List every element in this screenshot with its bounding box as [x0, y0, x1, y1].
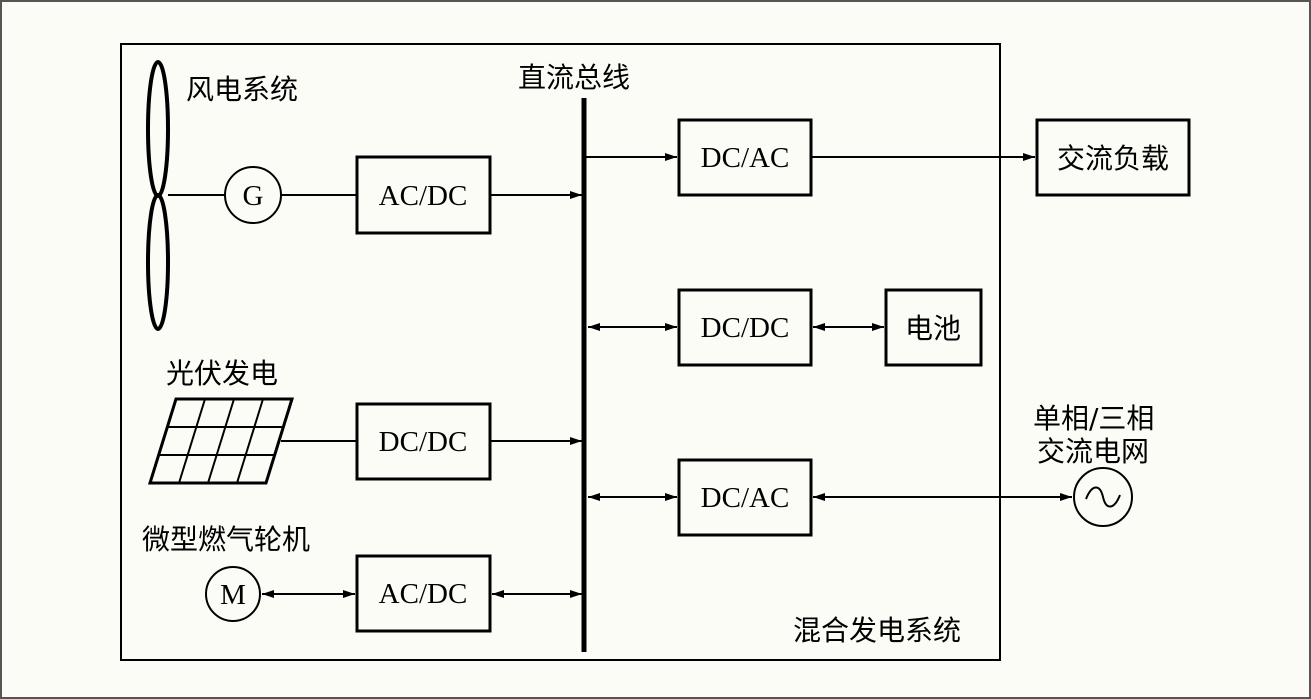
- wind-system-label: 风电系统: [186, 73, 299, 106]
- turbine-label: 微型燃气轮机: [142, 523, 311, 556]
- battery-box: [884, 288, 983, 367]
- sine-wave-icon: [1085, 486, 1121, 508]
- battery-label: 电池: [905, 312, 961, 345]
- battery-converter-label: DC/DC: [701, 312, 790, 344]
- motor-icon: [205, 566, 261, 622]
- ac-load-box: [1035, 118, 1191, 197]
- ac-source-icon: [1073, 467, 1133, 527]
- system-boundary: [120, 43, 1001, 661]
- grid-inverter-label: DC/AC: [701, 482, 790, 514]
- turbine-converter-label: AC/DC: [379, 578, 468, 610]
- ac-load-label: 交流负载: [1057, 142, 1169, 175]
- grid-inverter-box: [677, 458, 813, 537]
- wind-converter-label: AC/DC: [379, 180, 468, 212]
- generator-symbol: G: [243, 180, 264, 212]
- motor-symbol: M: [220, 579, 246, 611]
- hybrid-system-label: 混合发电系统: [793, 614, 962, 647]
- turbine-converter-box: [355, 554, 492, 633]
- battery-converter-box: [677, 288, 813, 367]
- grid-label-line2: 交流电网: [1037, 435, 1150, 468]
- wind-turbine-icon: [146, 60, 170, 331]
- load-inverter-label: DC/AC: [701, 142, 790, 174]
- solar-panel-icon: [147, 397, 295, 485]
- dc-bus-label: 直流总线: [518, 61, 631, 94]
- pv-label: 光伏发电: [166, 357, 279, 390]
- grid-label-line1: 单相/三相: [1033, 402, 1155, 435]
- pv-converter-label: DC/DC: [379, 426, 468, 458]
